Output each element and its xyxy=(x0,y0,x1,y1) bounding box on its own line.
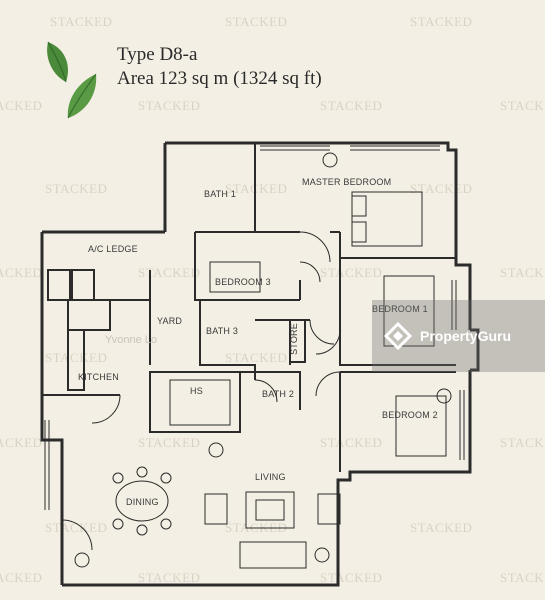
watermark: STACKED xyxy=(0,265,43,280)
watermark: STACKED xyxy=(225,14,288,29)
watermark: STACKED xyxy=(320,570,383,585)
watermark: STACKED xyxy=(410,14,473,29)
watermark: STACKED xyxy=(320,435,383,450)
propertyguru-logo-text: PropertyGuru xyxy=(420,328,512,344)
plant-icon xyxy=(74,152,452,568)
watermark: STACKED xyxy=(500,570,545,585)
watermark: STACKED xyxy=(500,435,545,450)
leaf-icon xyxy=(47,41,68,83)
watermark: STACKED xyxy=(0,570,43,585)
room-label-yard: YARD xyxy=(157,316,183,326)
watermark: STACKED xyxy=(320,98,383,113)
room-label-bath1: BATH 1 xyxy=(204,189,237,199)
unit-area-label: Area 123 sq m (1324 sq ft) xyxy=(117,68,322,89)
propertyguru-logo-icon xyxy=(384,322,412,350)
room-label-hs: HS xyxy=(190,386,203,396)
room-label-bedroom2: BEDROOM 2 xyxy=(382,410,438,420)
watermark: STACKED xyxy=(225,350,288,365)
watermark: STACKED xyxy=(50,14,113,29)
room-label-living: LIVING xyxy=(255,472,286,482)
watermark: STACKED xyxy=(138,265,201,280)
watermark: STACKED xyxy=(45,350,108,365)
watermark: STACKED xyxy=(45,181,108,196)
watermark: STACKED xyxy=(138,435,201,450)
watermark: STACKED xyxy=(0,435,43,450)
room-label-bath2: BATH 2 xyxy=(262,389,295,399)
watermark: STACKED xyxy=(500,265,545,280)
room-label-ac-ledge: A/C LEDGE xyxy=(88,244,138,254)
room-label-bedroom1: BEDROOM 1 xyxy=(372,304,428,314)
room-label-bedroom3: BEDROOM 3 xyxy=(215,277,271,287)
watermark: STACKED xyxy=(0,98,43,113)
watermark: STACKED xyxy=(138,570,201,585)
room-label-kitchen: KITCHEN xyxy=(78,372,119,382)
watermark: STACKED xyxy=(45,520,108,535)
unit-type-title: Type D8-a xyxy=(117,44,198,65)
watermark: STACKED xyxy=(138,98,201,113)
room-label-dining: DINING xyxy=(126,497,159,507)
room-label-master-bedroom: MASTER BEDROOM xyxy=(302,177,392,187)
watermark: STACKED xyxy=(410,520,473,535)
room-label-bath3: BATH 3 xyxy=(206,326,239,336)
watermark: STACKED xyxy=(320,265,383,280)
leaf-logo-icon xyxy=(47,41,97,119)
room-label-store: STORE xyxy=(288,323,299,355)
leaf-icon xyxy=(67,73,97,119)
signature-watermark: Yvonne Lo xyxy=(105,334,157,346)
watermark: STACKED xyxy=(500,98,545,113)
